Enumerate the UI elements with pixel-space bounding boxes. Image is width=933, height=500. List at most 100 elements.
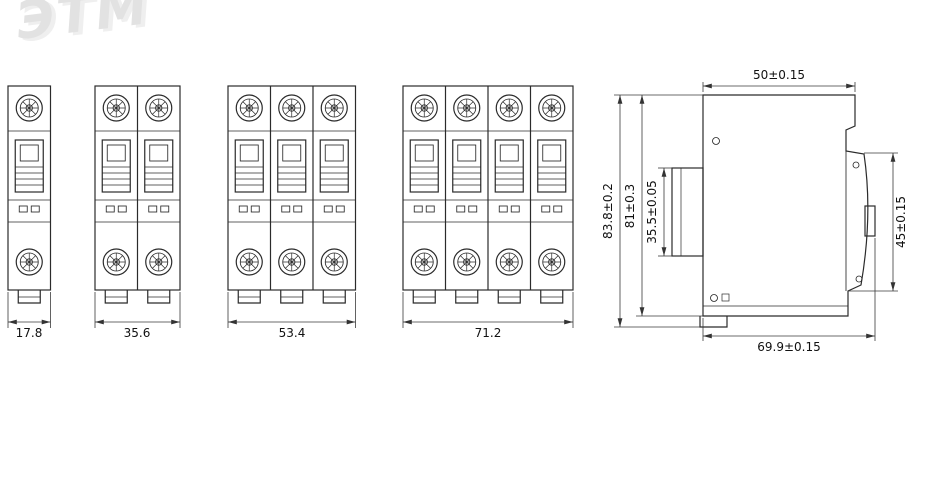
screw-center-icon (245, 104, 253, 112)
indicator-window (468, 205, 478, 213)
toggle-lever (499, 144, 519, 162)
screw-center-icon (420, 258, 428, 266)
dim-rail-height: 35.5±0.05 (645, 180, 659, 244)
toggle-housing (537, 139, 567, 193)
screw-outer-icon (235, 94, 263, 122)
indicator-window (456, 205, 466, 213)
toggle-lever (457, 144, 477, 162)
indicator-window (553, 205, 563, 213)
screw-outer-icon (15, 248, 43, 276)
screw-slot (242, 101, 256, 115)
dim-width-4pole: 71.2 (475, 326, 502, 340)
screw-center-icon (155, 258, 163, 266)
din-clip (497, 290, 521, 304)
toggle-housing (14, 139, 44, 193)
screw-slot (460, 255, 474, 269)
din-clip (540, 290, 564, 304)
toggle-housing (452, 139, 482, 193)
din-clip (455, 290, 479, 304)
din-rail-plate (671, 167, 704, 257)
indicator-window (413, 205, 423, 213)
din-foot (699, 316, 728, 328)
screw-slot (109, 101, 123, 115)
dim-depth-total: 69.9±0.15 (757, 340, 821, 354)
indicator-window (498, 205, 508, 213)
screw-slot (327, 255, 341, 269)
screw-slot (109, 255, 123, 269)
screw-center-icon (288, 258, 296, 266)
front-view-4pole (402, 85, 574, 328)
screw-slot (460, 101, 474, 115)
screw-center-icon (463, 258, 471, 266)
toggle-housing (409, 139, 439, 193)
screw-center-icon (155, 104, 163, 112)
screw-outer-icon (453, 94, 481, 122)
toggle-lever (149, 144, 169, 162)
toggle-housing (101, 139, 131, 193)
breaker-body (7, 85, 52, 291)
screw-outer-icon (410, 248, 438, 276)
screw-outer-icon (320, 94, 348, 122)
screw-slot (285, 101, 299, 115)
indicator-window (250, 205, 260, 213)
toggle-lever (106, 144, 126, 162)
screw-outer-icon (538, 94, 566, 122)
screw-outer-icon (410, 94, 438, 122)
toggle-lever (239, 144, 259, 162)
front-view-3pole (227, 85, 357, 328)
screw-center-icon (330, 104, 338, 112)
screw-outer-icon (15, 94, 43, 122)
screw-center-icon (505, 104, 513, 112)
indicator-window (323, 205, 333, 213)
indicator-window (160, 205, 170, 213)
screw-center-icon (25, 258, 33, 266)
indicator-window (510, 205, 520, 213)
indicator-window (105, 205, 115, 213)
indicator-window (541, 205, 551, 213)
screw-center-icon (112, 258, 120, 266)
screw-outer-icon (278, 248, 306, 276)
screw-outer-icon (102, 94, 130, 122)
front-view-1pole (7, 85, 52, 328)
side-view: 50±0.15 83.8±0.2 81±0.3 35.5±0.05 45±0.1… (601, 68, 908, 354)
breaker-body (227, 85, 357, 291)
din-clip (147, 290, 171, 304)
screw-slot (545, 101, 559, 115)
dim-width-2pole: 35.6 (124, 326, 151, 340)
screw-outer-icon (495, 248, 523, 276)
toggle-housing (234, 139, 264, 193)
screw-outer-icon (145, 94, 173, 122)
indicator-window (30, 205, 40, 213)
screw-center-icon (463, 104, 471, 112)
screw-outer-icon (145, 248, 173, 276)
indicator-window (117, 205, 127, 213)
rivet-icon (855, 275, 863, 283)
rivet-icon (712, 137, 720, 145)
dim-width-1pole: 17.8 (16, 326, 43, 340)
screw-outer-icon (102, 248, 130, 276)
screw-center-icon (420, 104, 428, 112)
screw-slot (417, 101, 431, 115)
front-view-2pole (94, 85, 181, 328)
screw-outer-icon (495, 94, 523, 122)
side-body-outline (702, 94, 869, 317)
dim-height-total: 83.8±0.2 (601, 183, 615, 239)
screw-center-icon (245, 258, 253, 266)
toggle-housing (319, 139, 349, 193)
toggle-housing (277, 139, 307, 193)
screw-slot (417, 255, 431, 269)
indicator-window (425, 205, 435, 213)
toggle-lever (324, 144, 344, 162)
screw-center-icon (330, 258, 338, 266)
screw-slot (502, 255, 516, 269)
dim-depth-top: 50±0.15 (753, 68, 805, 82)
screw-slot (152, 101, 166, 115)
screw-slot (502, 101, 516, 115)
dim-height-body: 81±0.3 (623, 184, 637, 228)
toggle-lever (19, 144, 39, 162)
rivet-icon (710, 294, 718, 302)
toggle-lever (414, 144, 434, 162)
indicator-window (148, 205, 158, 213)
